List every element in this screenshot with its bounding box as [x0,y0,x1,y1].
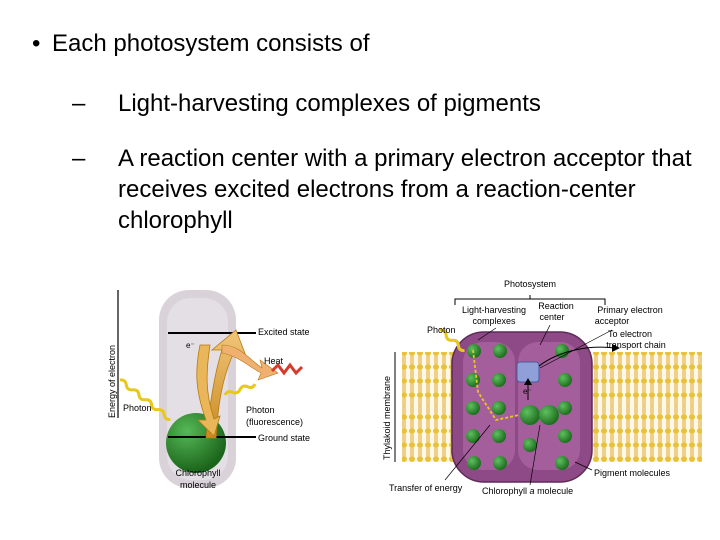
photosystem-bracket [454,295,606,305]
electron-arrowhead [524,378,532,385]
transfer-leader [444,424,491,481]
molecule-label-2: molecule [180,480,216,490]
pigment-molecule [493,344,507,358]
heat-arrow [221,344,279,381]
to-etc-arrowhead [612,344,620,352]
rc-label-1: Reaction [538,301,574,311]
excitation-arrow [205,329,247,439]
electron-label: e⁻ [186,341,195,350]
subpoint-text: Light-harvesting complexes of pigments [118,90,541,117]
pigment-molecule [555,456,569,470]
reaction-center-chlorophyll [520,405,540,425]
rc-label-2: center [539,312,564,322]
photon-in-label: Photon [123,403,152,413]
acceptor-leader [539,329,613,369]
subpoint-dash: – [72,145,86,172]
pigment-molecule [466,429,480,443]
photosystem-label: Photosystem [504,279,556,289]
pigment-molecules-label: Pigment molecules [594,468,671,478]
pigment-molecule [467,456,481,470]
pigment-molecules [466,344,572,470]
pigment-molecule [493,456,507,470]
to-etc-label-1: To electron [608,329,652,339]
pigment-molecule [466,401,480,415]
pigment-molecule [492,373,506,387]
pigment-molecule [558,429,572,443]
relaxation-arrow [196,344,221,437]
pigment-molecule [523,438,537,452]
energy-transfer-path [472,349,520,422]
energy-diagram: Energy of electron e⁻ Excited state Heat… [107,290,310,490]
lhc-label-2: complexes [472,316,516,326]
heading-text: Each photosystem consists of [52,30,370,57]
pigment-molecule [558,373,572,387]
primary-acceptor-label-2: acceptor [595,316,630,326]
subpoint-dash: – [72,90,86,117]
pigment-molecule [558,401,572,415]
reaction-center-chlorophyll [539,405,559,425]
photosystem-diagram: Photosystem Thylakoid membrane [382,279,702,496]
ground-state-label: Ground state [258,433,310,443]
chlorophyll-a-label: Chlorophyll a molecule [482,486,573,496]
fluorescence-label-1: Photon [246,405,275,415]
photon-label: Photon [427,325,456,335]
transfer-energy-label: Transfer of energy [389,483,463,493]
pigment-molecule [492,429,506,443]
lhc-label-1: Light-harvesting [462,305,526,315]
bullet-dot: • [32,30,41,57]
energy-axis-label: Energy of electron [107,345,117,418]
heat-label: Heat [264,356,284,366]
primary-acceptor-label-1: Primary electron [597,305,663,315]
to-etc-arrow [538,346,616,367]
molecule-label-1: Chlorophyll [175,468,220,478]
membrane-label: Thylakoid membrane [382,376,392,460]
fluorescence-label-2: (fluorescence) [246,417,303,427]
chlorophyll-a-leader [529,424,541,486]
pigment-molecule [492,401,506,415]
rc-electron-label: e⁻ [523,387,532,396]
bullet-heading: • Each photosystem consists of [32,30,369,58]
to-etc-label-2: transport chain [606,340,666,350]
lhc-leader [477,327,497,341]
photon-in-wave [119,378,171,421]
pigment-leader [574,461,593,471]
fluorescence-wave [223,383,257,396]
photon-wave [439,328,465,353]
subpoint-text: A reaction center with a primary electro… [118,145,692,234]
excited-state-label: Excited state [258,327,310,337]
rc-leader [539,324,551,346]
heat-wave [270,362,304,376]
